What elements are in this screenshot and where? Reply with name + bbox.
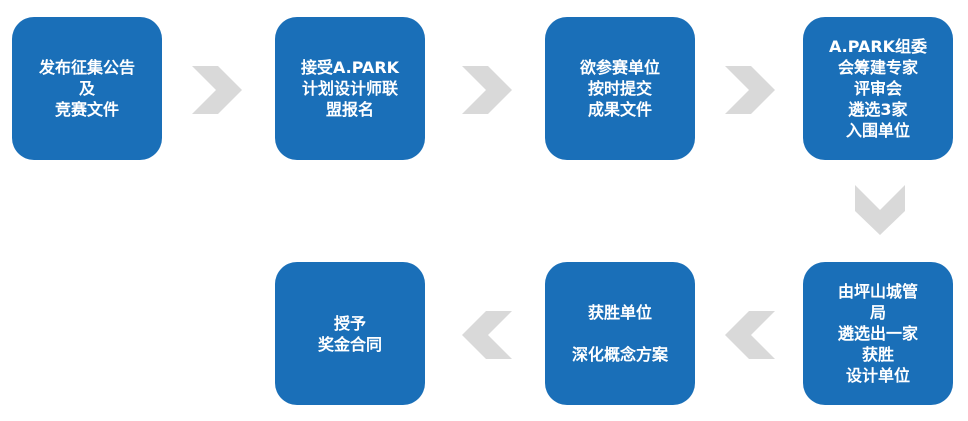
chevron-left-icon — [462, 311, 512, 359]
step-4-label: A.PARK组委 会筹建专家 评审会 遴选3家 入围单位 — [828, 37, 928, 140]
chevron-right-icon — [462, 66, 512, 114]
step-7-box: 授予 奖金合同 — [275, 262, 425, 405]
step-5-label: 由坪山城管 局 遴选出一家 获胜 设计单位 — [837, 282, 918, 385]
step-2-label: 接受A.PARK 计划设计师联 盟报名 — [300, 58, 400, 119]
step-5-box: 由坪山城管 局 遴选出一家 获胜 设计单位 — [803, 262, 953, 405]
step-2-box: 接受A.PARK 计划设计师联 盟报名 — [275, 17, 425, 160]
step-7-label: 授予 奖金合同 — [317, 313, 382, 354]
step-4-box: A.PARK组委 会筹建专家 评审会 遴选3家 入围单位 — [803, 17, 953, 160]
step-3-box: 欲参赛单位 按时提交 成果文件 — [545, 17, 695, 160]
step-1-label: 发布征集公告 及 竞赛文件 — [38, 58, 135, 119]
chevron-down-icon — [855, 185, 905, 235]
step-3-label: 欲参赛单位 按时提交 成果文件 — [579, 58, 660, 119]
chevron-right-icon — [725, 66, 775, 114]
chevron-left-icon — [725, 311, 775, 359]
chevron-right-icon — [192, 66, 242, 114]
step-6-box: 获胜单位 深化概念方案 — [545, 262, 695, 405]
step-6-label: 获胜单位 深化概念方案 — [571, 303, 668, 364]
step-1-box: 发布征集公告 及 竞赛文件 — [12, 17, 162, 160]
